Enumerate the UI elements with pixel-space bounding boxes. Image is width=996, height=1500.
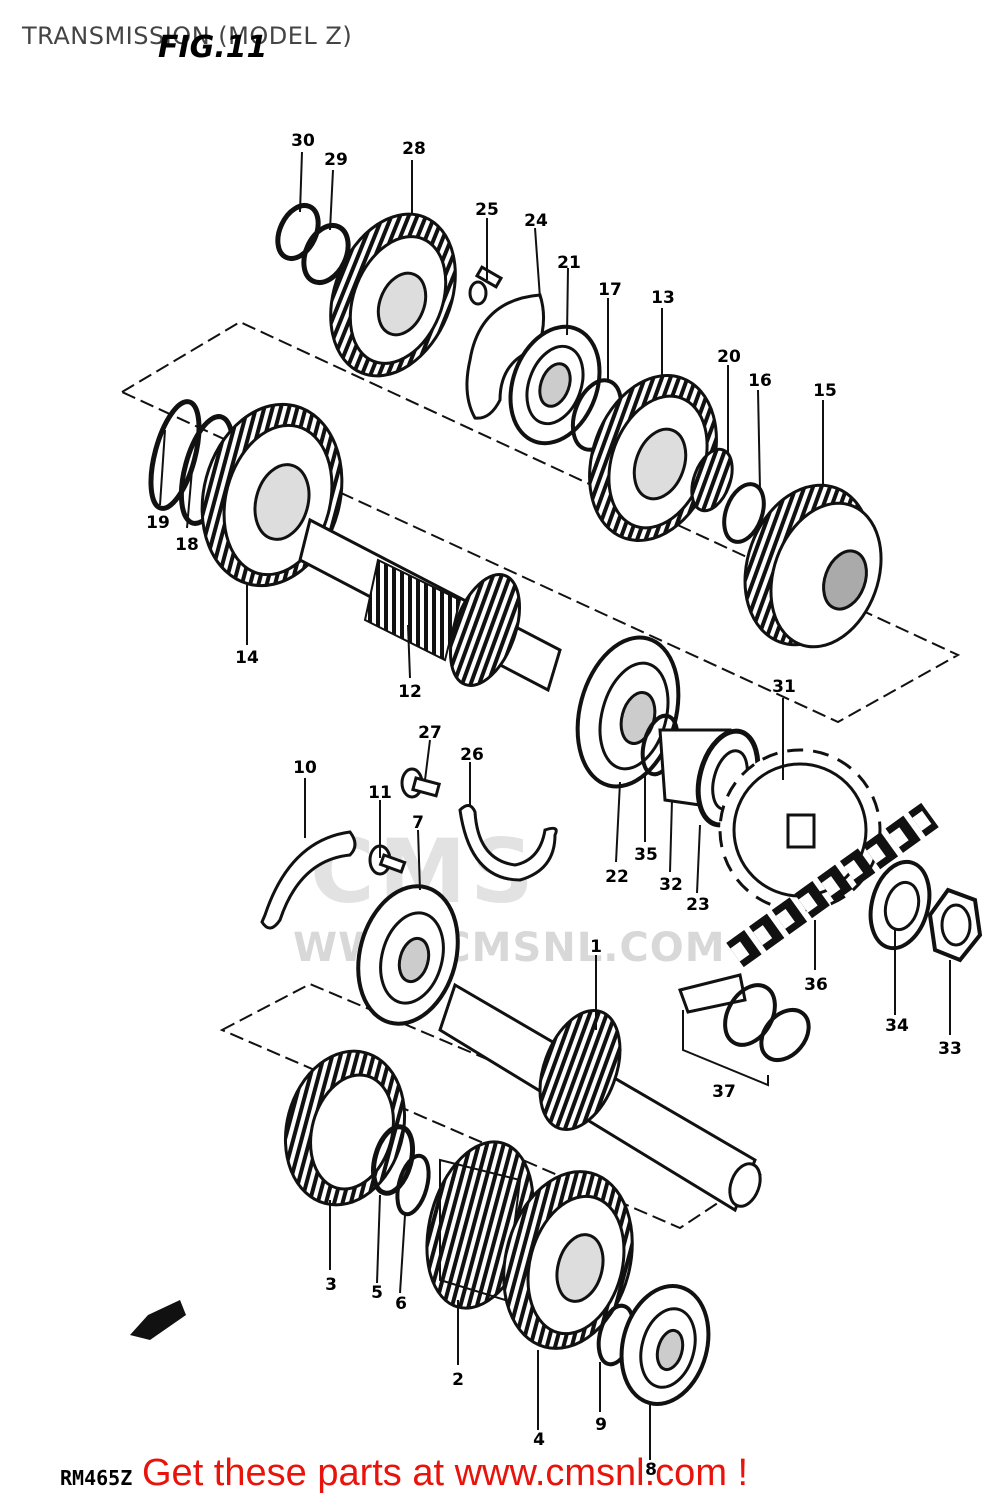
- callout-34: 34: [885, 1016, 909, 1036]
- callout-21: 21: [557, 253, 581, 273]
- circlip-30: [275, 203, 321, 261]
- callout-31: 31: [772, 677, 796, 697]
- front-arrow-icon: [130, 1300, 186, 1340]
- drawing-code: RM465Z: [60, 1466, 133, 1490]
- bearing-7: [356, 884, 460, 1026]
- callout-36: 36: [804, 975, 828, 995]
- callout-8: 8: [645, 1460, 657, 1480]
- callout-10: 10: [293, 758, 317, 778]
- bearing-stopper-26: [458, 804, 558, 882]
- callout-11: 11: [368, 783, 392, 803]
- callout-5: 5: [371, 1283, 383, 1303]
- bearing-8: [619, 1284, 711, 1406]
- chain-36: [726, 802, 939, 968]
- circlip-6: [395, 1153, 431, 1217]
- callout-14: 14: [235, 648, 259, 668]
- callout-17: 17: [598, 280, 622, 300]
- callout-22: 22: [605, 867, 629, 887]
- promo-link[interactable]: Get these parts at www.cmsnl.com !: [142, 1452, 749, 1494]
- callout-27: 27: [418, 723, 442, 743]
- gear-28: [329, 212, 457, 378]
- callout-13: 13: [651, 288, 675, 308]
- countershaft-box: [119, 320, 961, 724]
- bearing-21: [508, 324, 602, 446]
- callout-3: 3: [325, 1275, 337, 1295]
- figure-label: FIG.11: [158, 30, 268, 65]
- callout-28: 28: [402, 139, 426, 159]
- bolt-27: [400, 767, 442, 799]
- sprocket-31: [718, 748, 882, 912]
- callout-9: 9: [595, 1415, 607, 1435]
- bearing-stopper-10: [260, 830, 357, 930]
- callout-33: 33: [938, 1039, 962, 1059]
- washer-5: [371, 1124, 415, 1196]
- callout-20: 20: [717, 347, 741, 367]
- callout-16: 16: [748, 371, 772, 391]
- gear-15: [743, 483, 883, 649]
- washer-16: [722, 482, 766, 544]
- callout-2: 2: [452, 1370, 464, 1390]
- gear-13: [588, 374, 718, 542]
- bearing-plate-24: [465, 293, 545, 420]
- lock-washer-34: [868, 859, 932, 951]
- driveshaft-1: [438, 982, 762, 1213]
- callout-23: 23: [686, 895, 710, 915]
- callout-37: 37: [712, 1082, 736, 1102]
- page-title: TRANSMISSION (MODEL Z): [22, 22, 353, 50]
- callout-12: 12: [398, 682, 422, 702]
- callout-4: 4: [533, 1430, 545, 1450]
- callout-25: 25: [475, 200, 499, 220]
- callout-26: 26: [460, 745, 484, 765]
- callout-29: 29: [324, 150, 348, 170]
- callout-7: 7: [412, 813, 424, 833]
- callout-24: 24: [524, 211, 548, 231]
- callout-32: 32: [659, 875, 683, 895]
- leader-lines: [159, 151, 951, 1460]
- callout-6: 6: [395, 1294, 407, 1314]
- chain-joint-37: [678, 973, 811, 1087]
- countershaft-12: [298, 517, 562, 693]
- callout-18: 18: [175, 535, 199, 555]
- callout-19: 19: [146, 513, 170, 533]
- callout-15: 15: [813, 381, 837, 401]
- nut-33: [927, 887, 983, 963]
- bolt-25: [468, 265, 504, 306]
- needle-bearing-20: [690, 447, 734, 513]
- callout-1: 1: [590, 937, 602, 957]
- circlip-19: [148, 399, 202, 511]
- callout-35: 35: [634, 845, 658, 865]
- bolt-11: [368, 844, 407, 876]
- callout-30: 30: [291, 131, 315, 151]
- gear-4: [502, 1170, 634, 1350]
